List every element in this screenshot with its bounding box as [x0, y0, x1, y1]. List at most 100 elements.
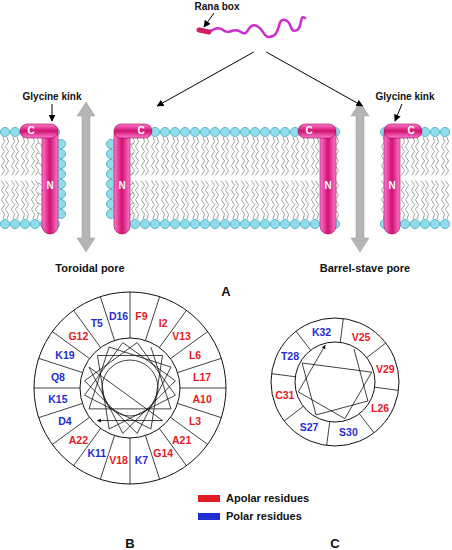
- lipid-tail: [151, 181, 154, 219]
- lipid-head: [160, 127, 169, 136]
- lipid-tail: [215, 181, 218, 219]
- lipid-head: [280, 219, 289, 228]
- lipid-head: [130, 219, 139, 228]
- wheel-divider: [180, 388, 226, 389]
- lipid-tail: [5, 181, 8, 219]
- terminus-label: N: [324, 181, 331, 191]
- lipid-head: [420, 219, 429, 228]
- wheel-outer-ring: [271, 318, 399, 446]
- wheel-divider: [375, 387, 399, 390]
- lipid-tail: [11, 137, 14, 175]
- residue-label: K15: [48, 394, 67, 405]
- legend-label: Polar residues: [226, 510, 302, 522]
- lipid-tail: [15, 181, 18, 219]
- lipid-tail: [271, 181, 274, 219]
- lipid-tail: [285, 137, 288, 175]
- lipid-head: [220, 127, 229, 136]
- pore-flow-arrow: [77, 102, 95, 252]
- lipid-head: [10, 127, 19, 136]
- lipid-tail: [261, 137, 264, 175]
- residue-label: K11: [88, 448, 107, 459]
- helix-segment: [320, 126, 336, 234]
- lipid-head: [260, 127, 269, 136]
- legend-label: Apolar residues: [226, 492, 309, 504]
- wheel-divider: [130, 292, 131, 338]
- helix-trace: [298, 345, 371, 418]
- lipid-bilayer: [0, 127, 449, 228]
- lipid-head: [430, 219, 439, 228]
- terminus-label: N: [46, 181, 53, 191]
- lipid-tail: [315, 181, 318, 219]
- lipid-tail: [15, 137, 18, 175]
- residue-label: D4: [58, 416, 71, 427]
- residue-label: K19: [55, 350, 74, 361]
- residue-label: V13: [172, 331, 191, 342]
- pore-label: Barrel-stave pore: [320, 263, 411, 274]
- lipid-tail: [311, 137, 314, 175]
- lipid-tail: [405, 181, 408, 219]
- lipid-tail: [195, 181, 198, 219]
- lipid-head: [440, 219, 449, 228]
- helix-segment: [114, 124, 152, 138]
- lipid-tail: [175, 137, 178, 175]
- lipid-tail: [5, 137, 8, 175]
- lipid-head: [240, 219, 249, 228]
- residue-label: S27: [300, 422, 319, 433]
- terminus-label: C: [407, 126, 414, 136]
- lipid-tail: [201, 137, 204, 175]
- node-shape: [110, 124, 152, 234]
- node-shape: [380, 124, 422, 234]
- lipid-tail: [11, 181, 14, 219]
- lipid-tail: [305, 181, 308, 219]
- residue-label: T28: [281, 351, 299, 362]
- helix-segment: [42, 126, 58, 234]
- residue-label: Q8: [51, 371, 65, 382]
- lipid-tail: [295, 137, 298, 175]
- lipid-tail: [251, 137, 254, 175]
- lipid-tail: [225, 181, 228, 219]
- lipid-tail: [245, 181, 248, 219]
- lipid-tail: [245, 137, 248, 175]
- peptide-chain: Rana box: [185, 0, 310, 52]
- lipid-tail: [405, 137, 408, 175]
- lipid-tail: [441, 137, 444, 175]
- terminus-label: C: [137, 126, 144, 136]
- lipid-tail: [175, 181, 178, 219]
- lipid-head: [180, 219, 189, 228]
- residue-label: V29: [376, 363, 395, 374]
- callout-label: Rana box: [194, 2, 239, 12]
- wheel-divider: [145, 297, 159, 341]
- wheel-divider: [327, 422, 330, 446]
- lipid-tail: [421, 181, 424, 219]
- lipid-tail: [305, 137, 308, 175]
- lipid-head: [200, 127, 209, 136]
- lipid-tail: [421, 137, 424, 175]
- lipid-head: [280, 127, 289, 136]
- wheel-inner-ring: [295, 342, 375, 422]
- residue-label: G12: [68, 331, 88, 342]
- lipid-tail: [235, 137, 238, 175]
- helix-segment: [20, 124, 58, 138]
- lipid-tail: [161, 181, 164, 219]
- leader-arrow: [204, 13, 214, 27]
- lipid-tail: [235, 181, 238, 219]
- lipid-head: [210, 127, 219, 136]
- helical-wheel: [271, 318, 399, 446]
- lipid-tail: [291, 137, 294, 175]
- wheel-divider: [284, 406, 303, 421]
- residue-label: A22: [69, 434, 88, 445]
- lipid-tail: [135, 181, 138, 219]
- lipid-tail: [441, 181, 444, 219]
- residue-label: L17: [193, 371, 211, 382]
- wheel-divider: [34, 388, 80, 389]
- callout-label: Glycine kink: [23, 92, 82, 102]
- lipid-head: [260, 219, 269, 228]
- lipid-tail: [415, 137, 418, 175]
- lipid-tail: [165, 181, 168, 219]
- helix-segment: [384, 126, 400, 234]
- lipid-tail: [215, 137, 218, 175]
- lipid-tail: [151, 137, 154, 175]
- lipid-tail: [261, 181, 264, 219]
- lipid-head: [230, 219, 239, 228]
- lipid-tail: [191, 181, 194, 219]
